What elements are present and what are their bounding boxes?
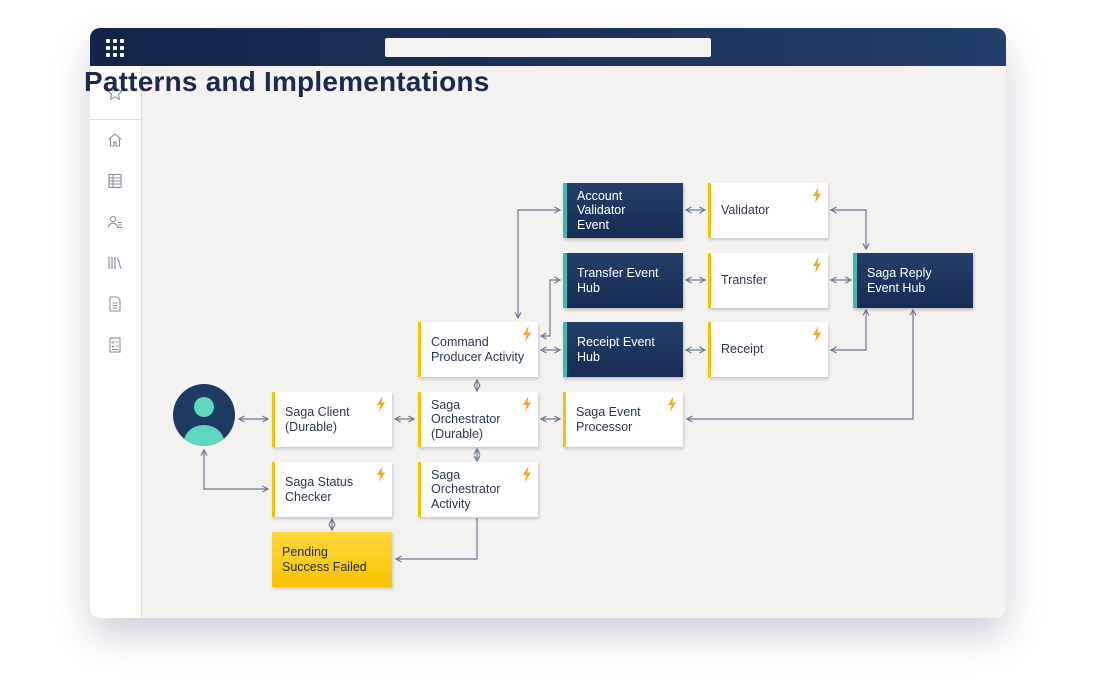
connector [394, 518, 478, 563]
title-bar [90, 28, 1006, 66]
library-icon[interactable] [104, 252, 126, 274]
node-account-validator-event[interactable]: Account Validator Event [563, 183, 683, 238]
node-transfer-event-hub[interactable]: Transfer Event Hub [563, 253, 683, 308]
home-icon[interactable] [104, 129, 126, 151]
node-saga-reply-event-hub[interactable]: Saga Reply Event Hub [853, 253, 973, 308]
sidebar-divider [90, 119, 141, 120]
lightning-icon [523, 396, 531, 412]
report-icon[interactable] [104, 334, 126, 356]
node-saga-client[interactable]: Saga Client (Durable) [272, 392, 392, 447]
node-label: Validator [721, 203, 770, 218]
sidebar [90, 66, 142, 618]
star-icon[interactable] [104, 82, 126, 104]
document-icon[interactable] [104, 293, 126, 315]
node-label: Saga Event Processor [576, 405, 641, 434]
node-transfer[interactable]: Transfer [708, 253, 828, 308]
lightning-icon [377, 466, 385, 482]
node-label: Command Producer Activity [431, 335, 525, 364]
node-label: Transfer [721, 273, 768, 288]
user-icon [183, 397, 225, 446]
node-label: Receipt [721, 342, 764, 357]
node-receipt-event-hub[interactable]: Receipt Event Hub [563, 322, 683, 377]
node-saga-event-processor[interactable]: Saga Event Processor [563, 392, 683, 447]
node-status-pending[interactable]: Pending Success Failed [272, 532, 392, 587]
connector [829, 206, 870, 251]
lightning-icon [523, 466, 531, 482]
node-label: Receipt Event Hub [577, 335, 655, 364]
node-label: Transfer Event Hub [577, 266, 659, 295]
table-icon[interactable] [104, 170, 126, 192]
lightning-icon [377, 396, 385, 412]
lightning-icon [668, 396, 676, 412]
app-launcher-icon[interactable] [106, 39, 124, 57]
connector [514, 206, 562, 320]
node-label: Saga Orchestrator (Durable) [431, 397, 501, 441]
node-validator[interactable]: Validator [708, 183, 828, 238]
node-saga-orchestrator-activity[interactable]: Saga Orchestrator Activity [418, 462, 538, 517]
node-saga-orchestrator[interactable]: Saga Orchestrator (Durable) [418, 392, 538, 447]
node-label: Account Validator Event [577, 188, 626, 232]
connector [829, 308, 870, 354]
connector [200, 448, 270, 493]
connector [539, 276, 562, 340]
node-receipt[interactable]: Receipt [708, 322, 828, 377]
node-command-producer-activity[interactable]: Command Producer Activity [418, 322, 538, 377]
user-avatar [173, 384, 235, 446]
node-label: Saga Client (Durable) [285, 405, 350, 434]
node-saga-status-checker[interactable]: Saga Status Checker [272, 462, 392, 517]
address-bar[interactable] [385, 38, 711, 57]
lightning-icon [523, 326, 531, 342]
node-label: Pending Success Failed [282, 545, 367, 574]
lightning-icon [813, 187, 821, 203]
lightning-icon [813, 326, 821, 342]
lightning-icon [813, 257, 821, 273]
node-label: Saga Status Checker [285, 475, 354, 504]
users-icon[interactable] [104, 211, 126, 233]
node-label: Saga Orchestrator Activity [431, 467, 501, 511]
node-label: Saga Reply Event Hub [867, 266, 932, 295]
page-title: Patterns and Implementations [84, 66, 490, 97]
connector [685, 308, 917, 423]
